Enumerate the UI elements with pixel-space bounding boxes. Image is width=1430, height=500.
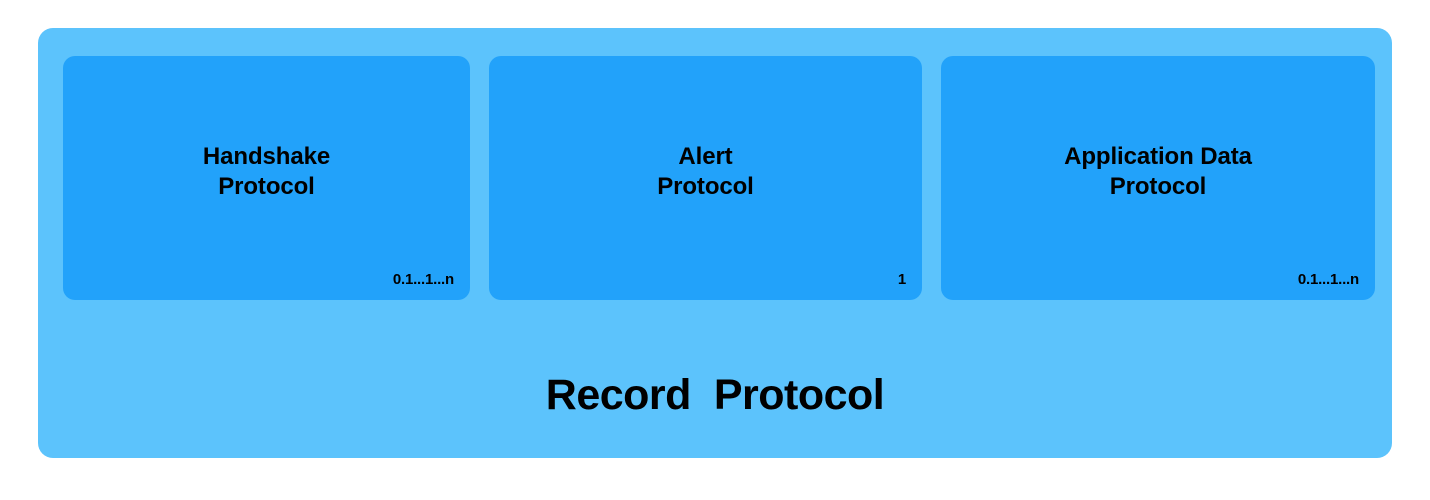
protocol-box-title: Application Data Protocol (1064, 143, 1252, 200)
protocol-box-handshake[interactable]: Handshake Protocol 0.1...1...n (63, 56, 470, 300)
record-protocol-caption: Record Protocol (38, 328, 1392, 458)
protocol-box-count-label: 0.1...1...n (392, 271, 454, 288)
protocol-box-title: Handshake Protocol (202, 143, 331, 200)
protocol-box-count-label: 1 (897, 271, 906, 288)
protocol-box-count-label: 0.1...1...n (1297, 271, 1359, 288)
protocol-box-title: Alert Protocol (657, 143, 754, 200)
protocol-boxes-row: Handshake Protocol 0.1...1...n Alert Pro… (63, 56, 1375, 300)
record-protocol-layer: Handshake Protocol 0.1...1...n Alert Pro… (38, 28, 1392, 458)
protocol-box-application-data[interactable]: Application Data Protocol 0.1...1...n (941, 56, 1375, 300)
record-protocol-label: Record Protocol (545, 370, 885, 419)
protocol-box-alert[interactable]: Alert Protocol 1 (489, 56, 922, 300)
